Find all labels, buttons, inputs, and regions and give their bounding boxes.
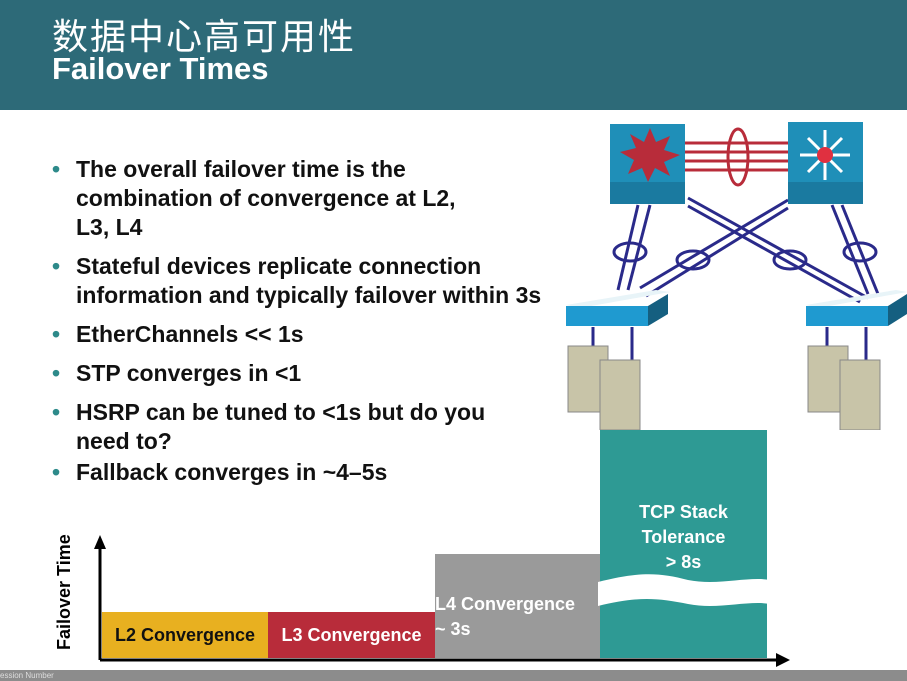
bullet-item: The overall failover time is the combina… bbox=[50, 155, 456, 242]
bullet-item: STP converges in <1 bbox=[50, 359, 550, 388]
bar-label: Tolerance bbox=[641, 527, 726, 547]
bullet-item: Fallback converges in ~4–5s bbox=[50, 458, 550, 487]
access-switch-right bbox=[806, 290, 907, 326]
core-switch-active bbox=[788, 122, 863, 204]
bar-label: > 8s bbox=[665, 552, 702, 572]
bar-l3: L3 Convergence bbox=[268, 612, 435, 658]
bullet-list: The overall failover time is the combina… bbox=[50, 155, 550, 497]
bullet-item: HSRP can be tuned to <1s but do you need… bbox=[50, 398, 496, 456]
bar-label: L3 Convergence bbox=[281, 624, 422, 645]
title-english: Failover Times bbox=[52, 51, 269, 86]
break-wave bbox=[598, 574, 770, 606]
bullet-item: Stateful devices replicate connection in… bbox=[50, 252, 546, 310]
bar-label: ~ 3s bbox=[435, 619, 471, 639]
network-diagram bbox=[566, 122, 907, 430]
title-chinese: 数据中心高可用性 bbox=[52, 17, 357, 58]
bar-label: TCP Stack bbox=[639, 502, 728, 522]
bar-tcp: TCP Stack Tolerance > 8s bbox=[600, 430, 767, 658]
bar-l2: L2 Convergence bbox=[102, 612, 268, 658]
core-switch-failed bbox=[610, 124, 685, 204]
header-banner: 数据中心高可用性 Failover Times bbox=[0, 0, 907, 110]
bar-label: L2 Convergence bbox=[114, 624, 256, 645]
bullet-item: EtherChannels << 1s bbox=[50, 320, 550, 349]
bar-label: L4 Convergence bbox=[435, 594, 576, 614]
access-switch-left bbox=[566, 290, 670, 326]
bar-l4: L4 Convergence ~ 3s bbox=[435, 554, 600, 658]
footer: ession Number bbox=[0, 670, 907, 681]
